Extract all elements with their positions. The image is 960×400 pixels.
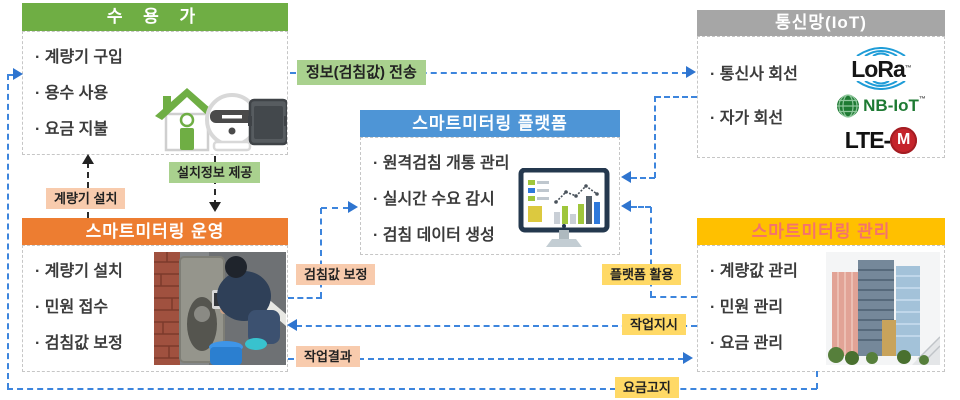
platform-item: 실시간 수요 감시 (373, 184, 619, 220)
label-work-order: 작업지시 (622, 314, 686, 335)
line-bill-notice-h (7, 388, 817, 390)
arrowhead-management-to-platform (621, 200, 631, 212)
management-content: 계량값 관리 민원 관리 요금 관리 (697, 245, 945, 372)
line-management-to-platform-h2 (650, 296, 697, 298)
operation-item: 검침값 보정 (35, 328, 287, 364)
lora-waves-bottom-icon (856, 81, 906, 90)
lte-m-logo: LTE- M (844, 123, 918, 157)
label-reading-correction: 검침값 보정 (296, 264, 376, 285)
arrowhead-work-result (683, 352, 693, 364)
arrowhead-operation-to-platform (348, 201, 358, 213)
network-box: 통신망(IoT) 통신사 회선 자가 회선 LoRa™ (697, 10, 945, 158)
line-bill-notice-v2 (7, 74, 9, 389)
label-info-transfer: 정보(검침값) 전송 (297, 60, 426, 85)
management-item: 요금 관리 (710, 328, 944, 364)
line-operation-to-platform-h1 (288, 297, 322, 299)
management-item: 계량값 관리 (710, 256, 944, 292)
network-item: 통신사 회선 (710, 59, 944, 103)
lora-wordmark: LoRa™ (851, 56, 912, 82)
consumer-item: 용수 사용 (35, 78, 287, 114)
arrowhead-install-info (209, 202, 221, 212)
line-network-to-platform-v (654, 96, 656, 178)
label-install-info: 설치정보 제공 (169, 162, 261, 183)
office-building-photo (826, 252, 940, 365)
platform-item: 검침 데이터 생성 (373, 220, 619, 256)
label-meter-install: 계량기 설치 (46, 188, 126, 209)
nb-iot-globe-icon (837, 94, 860, 118)
meter-worker-photo (154, 252, 286, 365)
management-box: 스마트미터링 관리 계량값 관리 민원 관리 요금 관리 (697, 218, 945, 372)
line-network-to-platform-h2 (631, 177, 655, 179)
lte-m-circle: M (890, 126, 918, 154)
label-platform-use: 플랫폼 활용 (602, 264, 682, 285)
line-network-to-platform-h1 (655, 96, 697, 98)
network-header: 통신망(IoT) (697, 10, 945, 36)
operation-header: 스마트미터링 운영 (22, 218, 288, 245)
line-operation-to-platform-v (320, 208, 322, 298)
line-bill-notice-h2 (7, 74, 15, 76)
house-meter-terminal-icon (155, 88, 287, 152)
iot-logos: LoRa™ NB-Io (822, 47, 940, 157)
operation-content: 계량기 설치 민원 접수 검침값 보정 (22, 245, 288, 372)
line-bill-notice-v1 (816, 371, 818, 389)
line-work-result (288, 358, 684, 360)
label-bill-notice: 요금고지 (615, 377, 679, 398)
operation-item: 계량기 설치 (35, 256, 287, 292)
lte-m-wordmark: LTE- (844, 126, 891, 153)
management-item: 민원 관리 (710, 292, 944, 328)
consumer-item: 요금 지불 (35, 114, 287, 150)
platform-item: 원격검침 개통 관리 (373, 148, 619, 184)
label-work-result: 작업결과 (296, 346, 360, 367)
monitor-chart-icon (518, 168, 610, 247)
consumer-header: 수 용 가 (22, 3, 288, 31)
lora-waves-top-icon (856, 47, 906, 56)
network-content: 통신사 회선 자가 회선 LoRa™ (697, 36, 945, 158)
arrowhead-network-to-platform (621, 171, 631, 183)
consumer-box: 수 용 가 계량기 구입 용수 사용 요금 지불 (22, 3, 288, 155)
platform-header: 스마트미터링 플랫폼 (360, 110, 620, 137)
line-work-order (296, 325, 697, 327)
platform-content: 원격검침 개통 관리 실시간 수요 감시 검침 데이터 생성 (360, 137, 620, 255)
consumer-content: 계량기 구입 용수 사용 요금 지불 (22, 31, 288, 155)
nb-iot-logo: NB-IoT™ (836, 91, 926, 121)
line-info-transfer (290, 72, 688, 74)
operation-box: 스마트미터링 운영 계량기 설치 민원 접수 검침값 보정 (22, 218, 288, 372)
lora-logo: LoRa™ (826, 47, 936, 90)
arrowhead-info-transfer (686, 66, 696, 78)
platform-box: 스마트미터링 플랫폼 원격검침 개통 관리 실시간 수요 감시 검침 데이터 생… (360, 110, 620, 255)
arrowhead-meter-install (82, 154, 94, 164)
line-operation-to-platform-h2 (321, 207, 349, 209)
line-management-to-platform-h1 (631, 206, 651, 208)
line-management-to-platform-v (650, 207, 652, 297)
nb-iot-wordmark: NB-IoT™ (863, 96, 926, 115)
arrowhead-work-order (287, 319, 297, 331)
consumer-item: 계량기 구입 (35, 42, 287, 78)
management-header: 스마트미터링 관리 (697, 218, 945, 245)
network-item: 자가 회선 (710, 103, 944, 147)
arrowhead-bill-notice (13, 68, 23, 80)
operation-item: 민원 접수 (35, 292, 287, 328)
